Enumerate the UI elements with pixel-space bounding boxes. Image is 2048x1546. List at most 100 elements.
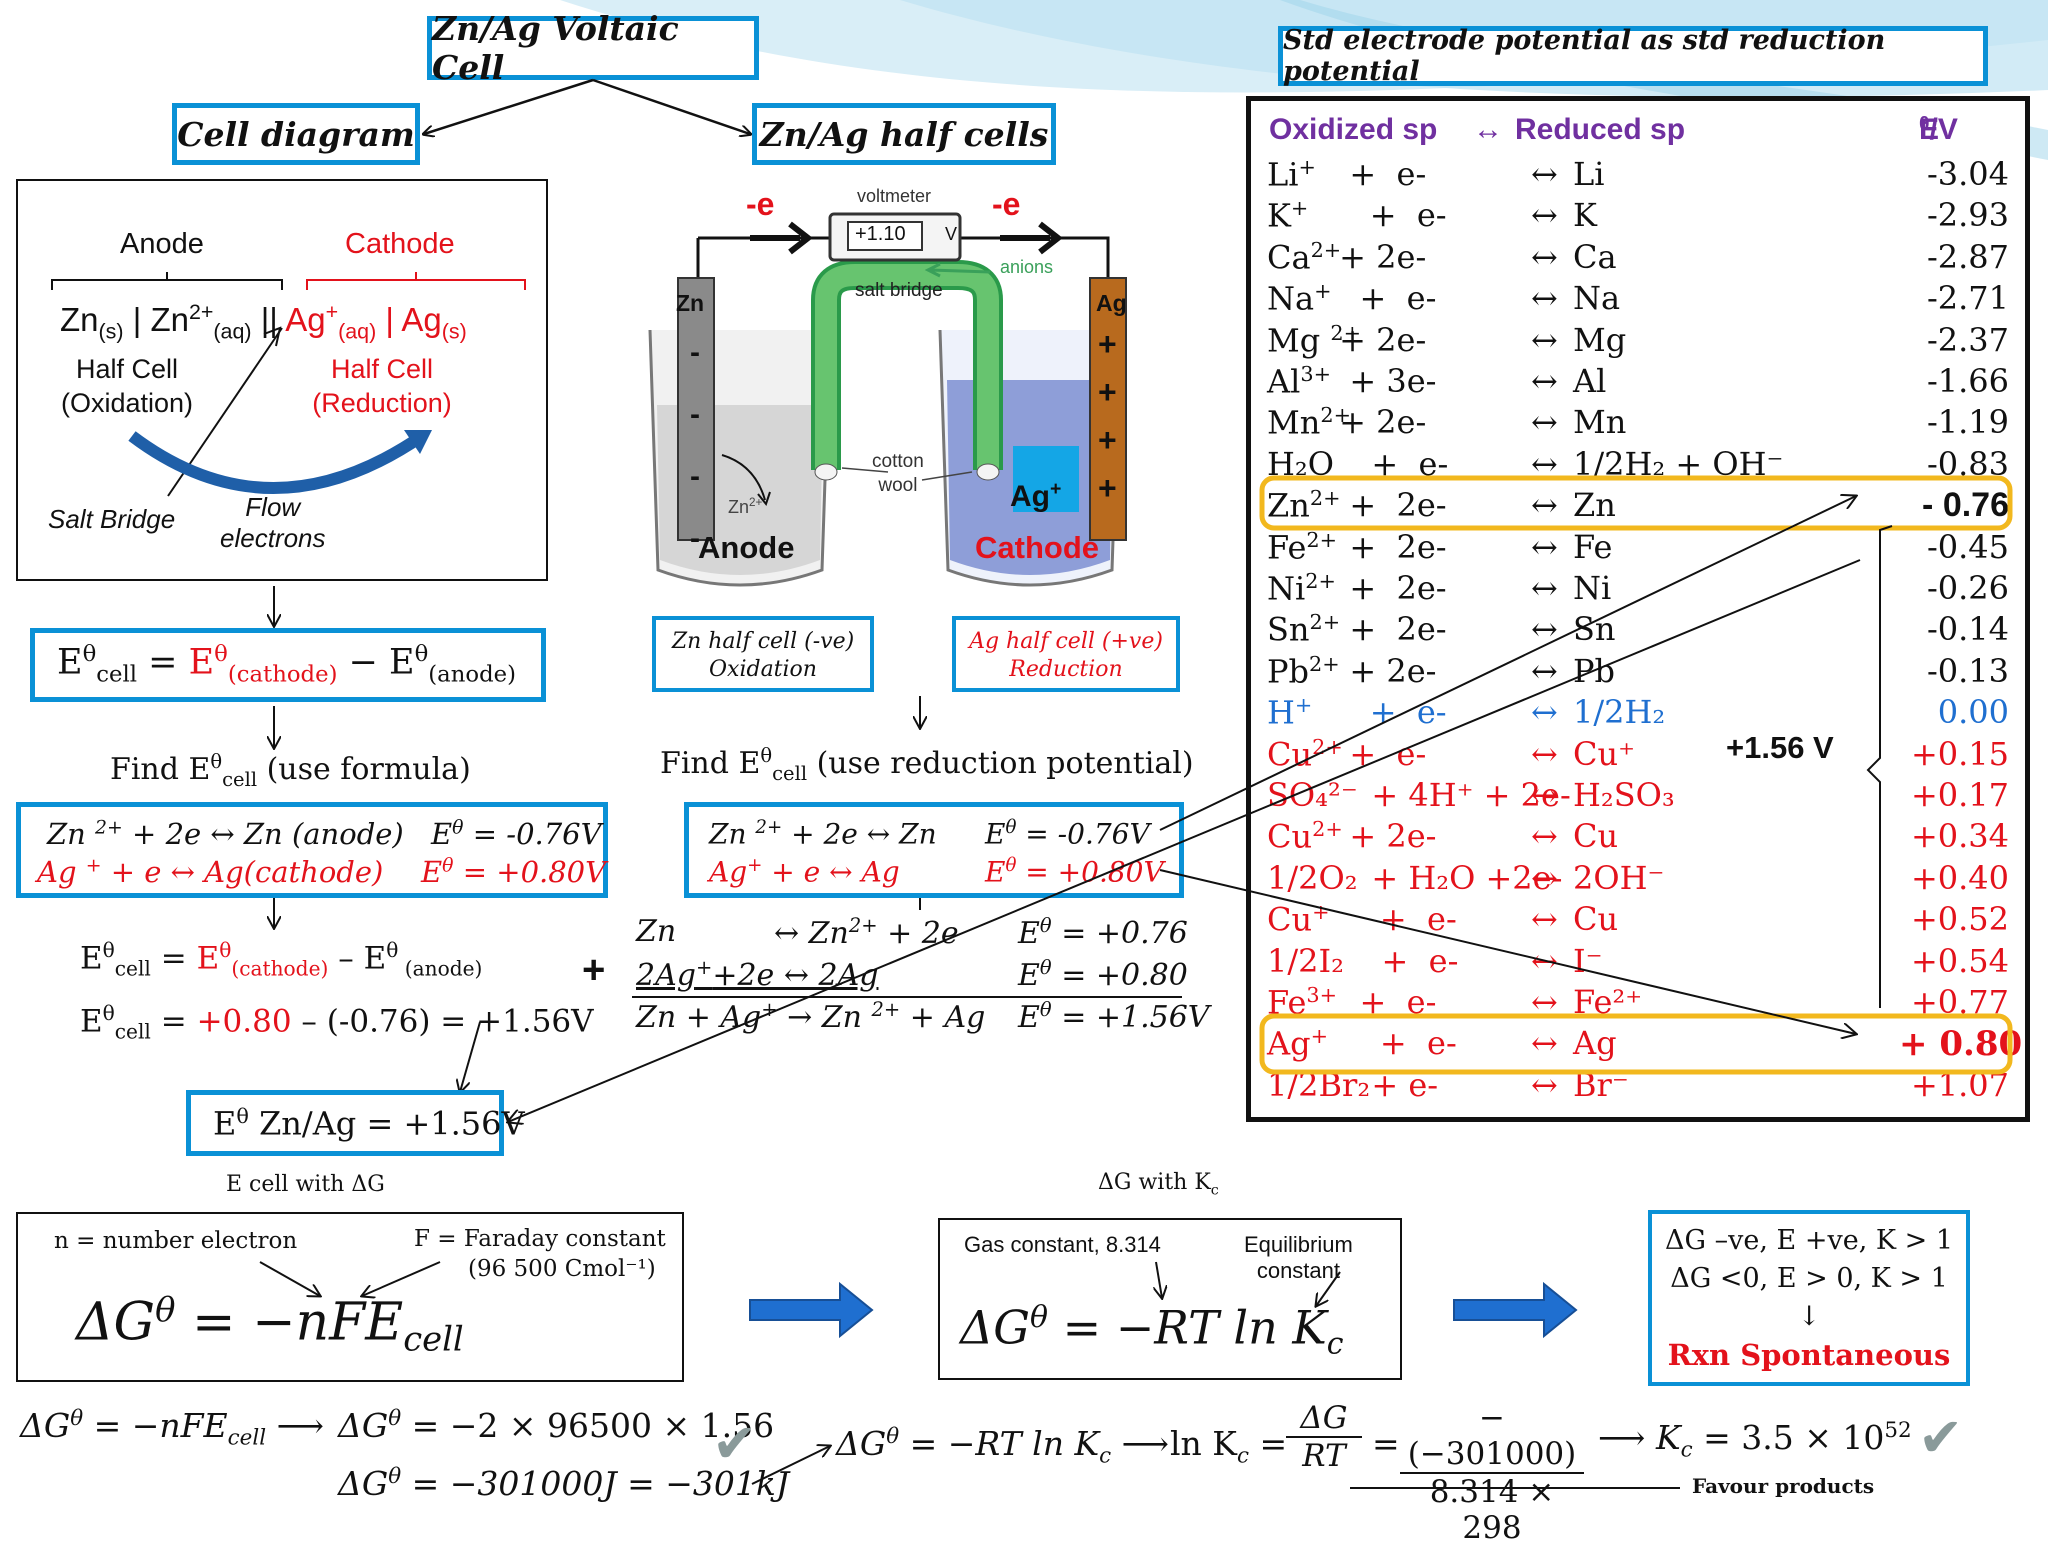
oxidized-species: Pb2+ — [1267, 651, 1340, 691]
calc-arrow-3: ⟶ — [1598, 1418, 1646, 1457]
std-potential-title: Std electrode potential as std reduction… — [1283, 25, 1886, 87]
charge: 2+ — [1320, 403, 1352, 428]
mid-eq-line-2-value: Eθ = +0.80V — [985, 855, 1164, 889]
zn-ion: Zn — [150, 301, 189, 338]
potential-value: -3.04 — [1926, 155, 2009, 193]
equilibrium-arrow: ↔ — [1531, 734, 1558, 773]
electrons: + e- — [1329, 196, 1447, 235]
left-calculation: Eθcell = Eθ(cathode) – Eθ (anode) Eθcell… — [80, 928, 594, 1053]
table-row: Fe2+ + 2e-↔Fe-0.45 — [1251, 528, 2025, 569]
reduced-species: Ag — [1573, 1024, 1617, 1063]
ag-ion: Ag — [285, 301, 326, 338]
summary-arrow: ↓ — [1797, 1301, 1821, 1332]
reduced-species: Ca — [1573, 237, 1617, 276]
calc-frac-1: ΔG RT — [1286, 1400, 1362, 1474]
potential-brace — [1866, 525, 1893, 1008]
oxidized-species: H+ — [1267, 693, 1313, 732]
right-half-cell-label: Half Cell (Reduction) — [312, 354, 452, 418]
electron-right: -e — [992, 186, 1021, 222]
oxidized-species: Ni2+ — [1267, 569, 1336, 608]
favour-products-label: Favour products — [1692, 1474, 1875, 1498]
table-row: 1/2O₂ + H₂O +2e-↔2OH⁻+0.40 — [1251, 859, 2025, 900]
oxidized-species: Al3+ — [1267, 362, 1332, 401]
potential-value: +0.54 — [1910, 941, 2009, 980]
half-cells-title: Zn/Ag half cells — [759, 114, 1049, 154]
salt-bridge-text: salt bridge — [855, 280, 943, 301]
left-eq-line-1: Zn 2+ + 2e ↔ Zn (anode) — [47, 817, 404, 851]
left-eq-line-2: Ag + + e ↔ Ag(cathode) — [37, 855, 384, 889]
equilibrium-arrow: ↔ — [1531, 651, 1558, 690]
table-row: Na+ + e-↔Na-2.71 — [1251, 279, 2025, 320]
charge: 2+ — [1312, 817, 1343, 842]
charge: 2+ — [1305, 569, 1336, 593]
charge: 2+ — [1309, 610, 1341, 635]
f-value: (96 500 Cmol⁻¹) — [468, 1256, 656, 1282]
mid-calc-row-3: Zn + Ag+ → Zn 2+ + Ag — [636, 998, 986, 1035]
reduced-species: Na — [1573, 279, 1621, 318]
potential-value: -0.13 — [1926, 651, 2009, 690]
potential-value: -1.66 — [1926, 362, 2009, 400]
reduced-species: Cu⁺ — [1573, 734, 1635, 773]
charge: 3+ — [1306, 983, 1338, 1007]
electrons: + 2e- — [1329, 610, 1447, 649]
equilibrium-arrow: ↔ — [1531, 693, 1558, 732]
left-calc-line-2: Eθcell = +0.80 – (-0.76) = +1.56V — [80, 1000, 594, 1044]
zn-row-highlight — [1259, 475, 2013, 531]
potential-difference-label: +1.56 V — [1726, 730, 1834, 765]
oxidized-species: Sn2+ — [1267, 610, 1341, 650]
equilibrium-arrow: ↔ — [1531, 569, 1558, 607]
find-formula-heading: Find Eθcell (use formula) — [110, 750, 471, 791]
charge: 2+ — [1330, 320, 1362, 345]
potential-value: -1.19 — [1926, 403, 2009, 442]
mid-calc-row-2-left: 2Ag++2e ↔ 2Ag — [636, 956, 879, 993]
zn-minus-signs: - - - - — [690, 336, 700, 555]
electrons: + e- — [1329, 900, 1457, 939]
ag-plus-signs: + + + + — [1098, 326, 1117, 506]
dg-rtlnk-equation: ΔGθ = −RT ln Kc — [960, 1300, 1344, 1362]
charge: + — [1294, 693, 1313, 718]
oxidized-species: SO₄²⁻ — [1267, 776, 1358, 814]
reduced-species: Fe — [1573, 527, 1613, 566]
cotton-wool-label: cotton wool — [872, 451, 924, 496]
flow-electrons-label: Flow electrons — [220, 492, 326, 553]
table-row: Ca2+ + 2e-↔Ca-2.87 — [1251, 238, 2025, 279]
find-reduction-heading: Find Eθcell (use reduction potential) — [660, 744, 1194, 785]
middle-equation-box: Zn 2+ + 2e ↔ Zn Eθ = -0.76V Ag+ + e ↔ Ag… — [684, 802, 1184, 898]
salt-bridge-bars: || — [260, 301, 278, 338]
calc-dg-result: ΔGθ = −301000J = −301kJ — [338, 1464, 790, 1503]
charge: + — [1298, 155, 1316, 179]
middle-calculation: Zn ↔ Zn2+ + 2e Eθ = +0.76 2Ag++2e ↔ 2Ag … — [612, 910, 1209, 1040]
mid-calc-row-1-left: Zn — [636, 914, 677, 949]
electrons: + 2e- — [1329, 651, 1437, 690]
ecell-dg-label: E cell with ΔG — [226, 1172, 385, 1197]
check-icon-1: ✔ — [712, 1412, 758, 1475]
electrons: + 2e- — [1329, 569, 1447, 607]
oxidized-species: Ca2+ — [1267, 237, 1342, 277]
summary-line-2: ΔG <0, E > 0, K > 1 — [1670, 1263, 1948, 1294]
electrons: + 2e- — [1329, 527, 1447, 566]
cell-diagram-braces — [51, 272, 526, 497]
equilibrium-arrow: ↔ — [1531, 486, 1558, 525]
equilibrium-arrow: ↔ — [1531, 900, 1558, 939]
left-eq-line-2-value: Eθ = +0.80V — [421, 855, 607, 889]
oxidized-species: Fe2+ — [1267, 527, 1338, 567]
table-row: Pb2+ + 2e-↔Pb-0.13 — [1251, 652, 2025, 693]
potential-value: -2.93 — [1926, 196, 2009, 235]
equilibrium-constant-label: Equilibrium constant — [1244, 1232, 1353, 1283]
charge: + — [1314, 279, 1332, 304]
cathode-label: Cathode — [345, 228, 455, 260]
left-eq-line-1-value: Eθ = -0.76V — [431, 817, 602, 851]
mid-calc-row-1-val: Eθ = +0.76 — [1018, 914, 1188, 951]
apparatus-cathode-label: Cathode — [975, 530, 1099, 565]
summary-line-3: Rxn Spontaneous — [1667, 1338, 1951, 1372]
check-icon-2: ✔ — [1918, 1406, 1964, 1469]
cell-notation: Zn(s) | Zn2+(aq) || Ag+(aq) | Ag(s) — [60, 300, 467, 344]
apparatus-anode-label: Anode — [698, 530, 795, 565]
potential-value: +0.40 — [1910, 858, 2009, 897]
main-title: Zn/Ag Voltaic Cell — [432, 9, 679, 87]
reduced-species: K — [1573, 196, 1597, 235]
oxidized-species: Ag+ — [1267, 1024, 1329, 1064]
equilibrium-arrow: ↔ — [1531, 320, 1558, 359]
